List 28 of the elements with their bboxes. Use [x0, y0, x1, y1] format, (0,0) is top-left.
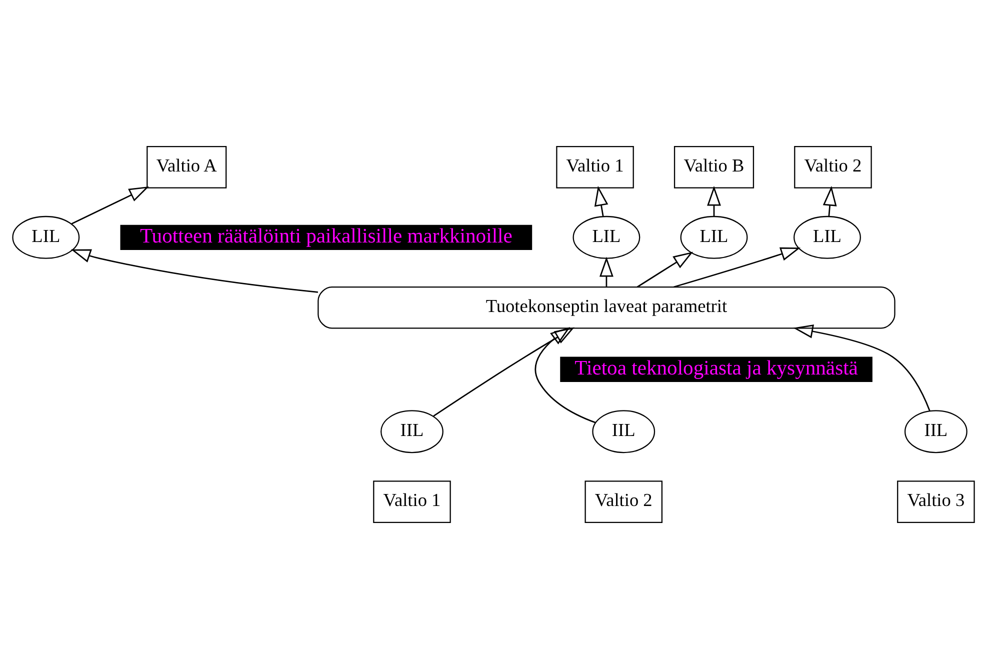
node-box: Valtio 3: [897, 480, 975, 522]
node-box: Tuotekonseptin laveat parametrit: [318, 286, 896, 328]
arrow: [822, 185, 837, 216]
arrow: [707, 185, 721, 216]
arrow: [70, 248, 318, 292]
label: Tietoa teknologiasta ja kysynnästä: [574, 356, 858, 379]
node-box: Valtio 2: [584, 480, 663, 522]
arrow: [793, 324, 930, 411]
node-ellipse: LIL: [12, 215, 80, 258]
node-ellipse: IIL: [380, 410, 444, 453]
arrow: [636, 251, 694, 288]
node-ellipse: IIL: [592, 410, 656, 453]
node-ellipse: LIL: [572, 215, 640, 258]
arrow: [534, 326, 596, 423]
arrow: [433, 326, 574, 416]
arrow: [594, 185, 608, 216]
node-box: Valtio 1: [556, 146, 634, 188]
node-box: Valtio 1: [373, 480, 451, 522]
arrow: [600, 256, 614, 286]
node-ellipse: IIL: [904, 410, 968, 453]
node-ellipse: LIL: [794, 215, 861, 258]
node-ellipse: LIL: [680, 215, 748, 258]
node-box: Valtio B: [674, 146, 754, 188]
node-box: Valtio A: [146, 146, 227, 188]
node-box: Valtio 2: [794, 146, 872, 188]
arrow: [71, 186, 150, 224]
label: Tuotteen räätälöinti paikallisille markkinoille: [140, 224, 512, 247]
arrow: [674, 246, 801, 288]
